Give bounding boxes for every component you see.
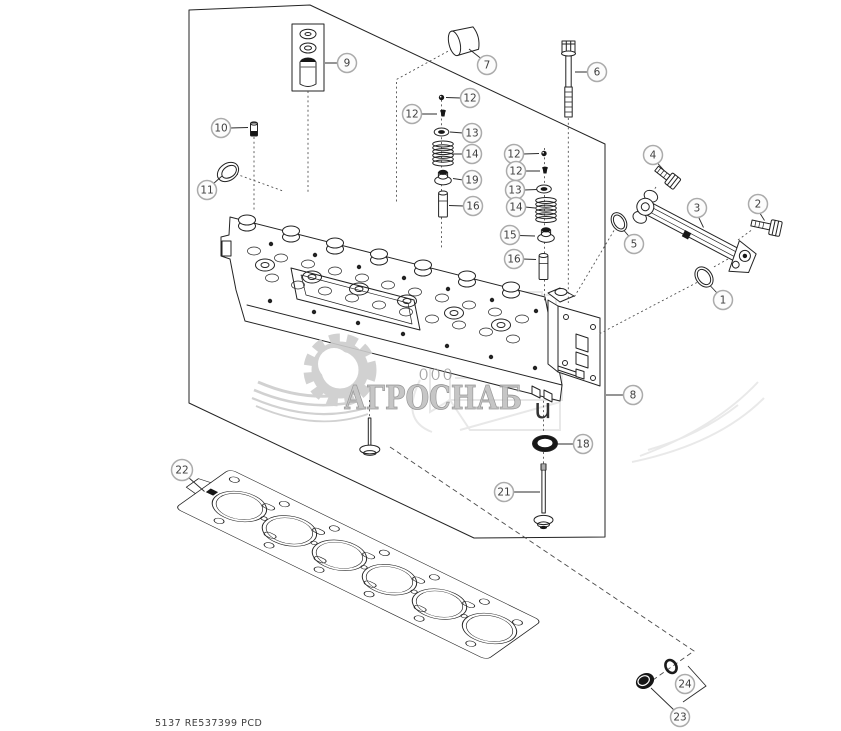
svg-text:13: 13 [465,128,478,140]
o-ring-24 [664,658,678,675]
callout-9[interactable]: 9 [336,52,358,74]
cylinder-head-drawing [220,214,601,403]
o-ring-1 [694,266,714,288]
callout-2[interactable]: 2 [747,193,769,215]
callout-15[interactable]: 15 [499,224,521,246]
svg-text:14: 14 [509,202,523,214]
svg-text:8: 8 [630,390,637,402]
rocker-shaft-tube-3 [632,189,757,274]
svg-text:22: 22 [175,465,188,477]
head-bolt-holes [267,241,539,371]
alignment-dashed-line [389,446,695,684]
o-ring-5 [610,212,628,232]
svg-text:6: 6 [594,67,601,79]
svg-text:1: 1 [720,295,727,307]
callout-16b[interactable]: 16 [503,248,525,270]
callout-22[interactable]: 22 [170,458,194,482]
callout-3[interactable]: 3 [686,197,708,219]
valve-train-column-b [535,150,557,280]
svg-text:7: 7 [484,60,491,72]
cap-screw-6 [561,40,576,118]
watermark-company-name: АГРОСНАБ [344,378,522,417]
stray-glyph: u [534,392,552,425]
svg-text:10: 10 [214,123,227,135]
valve-stem-seal-9 [299,28,317,87]
svg-text:12: 12 [507,149,520,161]
callout-1[interactable]: 1 [712,289,734,311]
svg-text:11: 11 [200,185,213,197]
callout-12b[interactable]: 12 [401,103,423,125]
callout-12d[interactable]: 12 [505,160,527,182]
svg-text:24: 24 [678,679,692,691]
dowel-pin-10 [250,121,258,137]
svg-text:18: 18 [576,439,589,451]
callout-8[interactable]: 8 [622,384,644,406]
svg-text:13: 13 [508,185,521,197]
doc-code: 5137 RE537399 PCD [155,718,262,729]
callout-6[interactable]: 6 [586,61,608,83]
svg-text:12: 12 [463,93,476,105]
spring-seat-bosses [247,246,529,344]
cap-7 [447,26,480,57]
svg-text:16: 16 [507,254,521,266]
callout-14a[interactable]: 14 [461,143,483,165]
valve-train-column-a [432,94,454,218]
svg-text:19: 19 [465,175,478,187]
gear-icon [251,333,377,423]
watermark: ООО АГРОСНАБ [251,333,522,423]
svg-text:9: 9 [344,58,351,70]
callout-7[interactable]: 7 [476,54,498,76]
rear-pedestal [531,287,601,403]
svg-text:14: 14 [465,149,479,161]
leader-lines [188,48,765,712]
callout-11[interactable]: 11 [196,179,218,201]
callout-4[interactable]: 4 [642,144,664,166]
callout-12a[interactable]: 12 [459,87,481,109]
valve-rotator-18 [532,435,558,452]
cap-screw-4 [654,165,681,190]
cap-screw-2 [750,219,783,237]
svg-text:4: 4 [650,150,657,162]
svg-text:12: 12 [509,166,522,178]
callout-12c[interactable]: 12 [503,143,525,165]
callout-23[interactable]: 23 [669,706,691,728]
callout-16a[interactable]: 16 [462,195,484,217]
svg-text:21: 21 [497,487,510,499]
callout-19[interactable]: 19 [461,169,483,191]
callout-18[interactable]: 18 [572,433,594,455]
callout-13b[interactable]: 13 [504,179,526,201]
plug-23 [635,673,655,689]
svg-text:12: 12 [405,109,418,121]
head-gasket-drawing [177,470,540,659]
callout-24[interactable]: 24 [674,673,696,695]
valve-21 [533,463,554,530]
valve-loose [359,417,381,456]
watermark-company-prefix: ООО [419,365,455,384]
svg-text:23: 23 [673,712,686,724]
callout-14b[interactable]: 14 [505,196,527,218]
rocker-boss-row [238,214,520,299]
injector-bosses [255,258,511,332]
svg-text:16: 16 [466,201,480,213]
cup-plug-11 [216,161,240,183]
callout-13a[interactable]: 13 [461,122,483,144]
svg-text:2: 2 [755,199,762,211]
callout-10[interactable]: 10 [210,117,232,139]
svg-text:3: 3 [694,203,701,215]
callout-5[interactable]: 5 [623,233,645,255]
assembly-boundary-box [188,4,606,539]
callout-21[interactable]: 21 [493,481,515,503]
svg-text:5: 5 [631,239,638,251]
svg-text:15: 15 [503,230,516,242]
